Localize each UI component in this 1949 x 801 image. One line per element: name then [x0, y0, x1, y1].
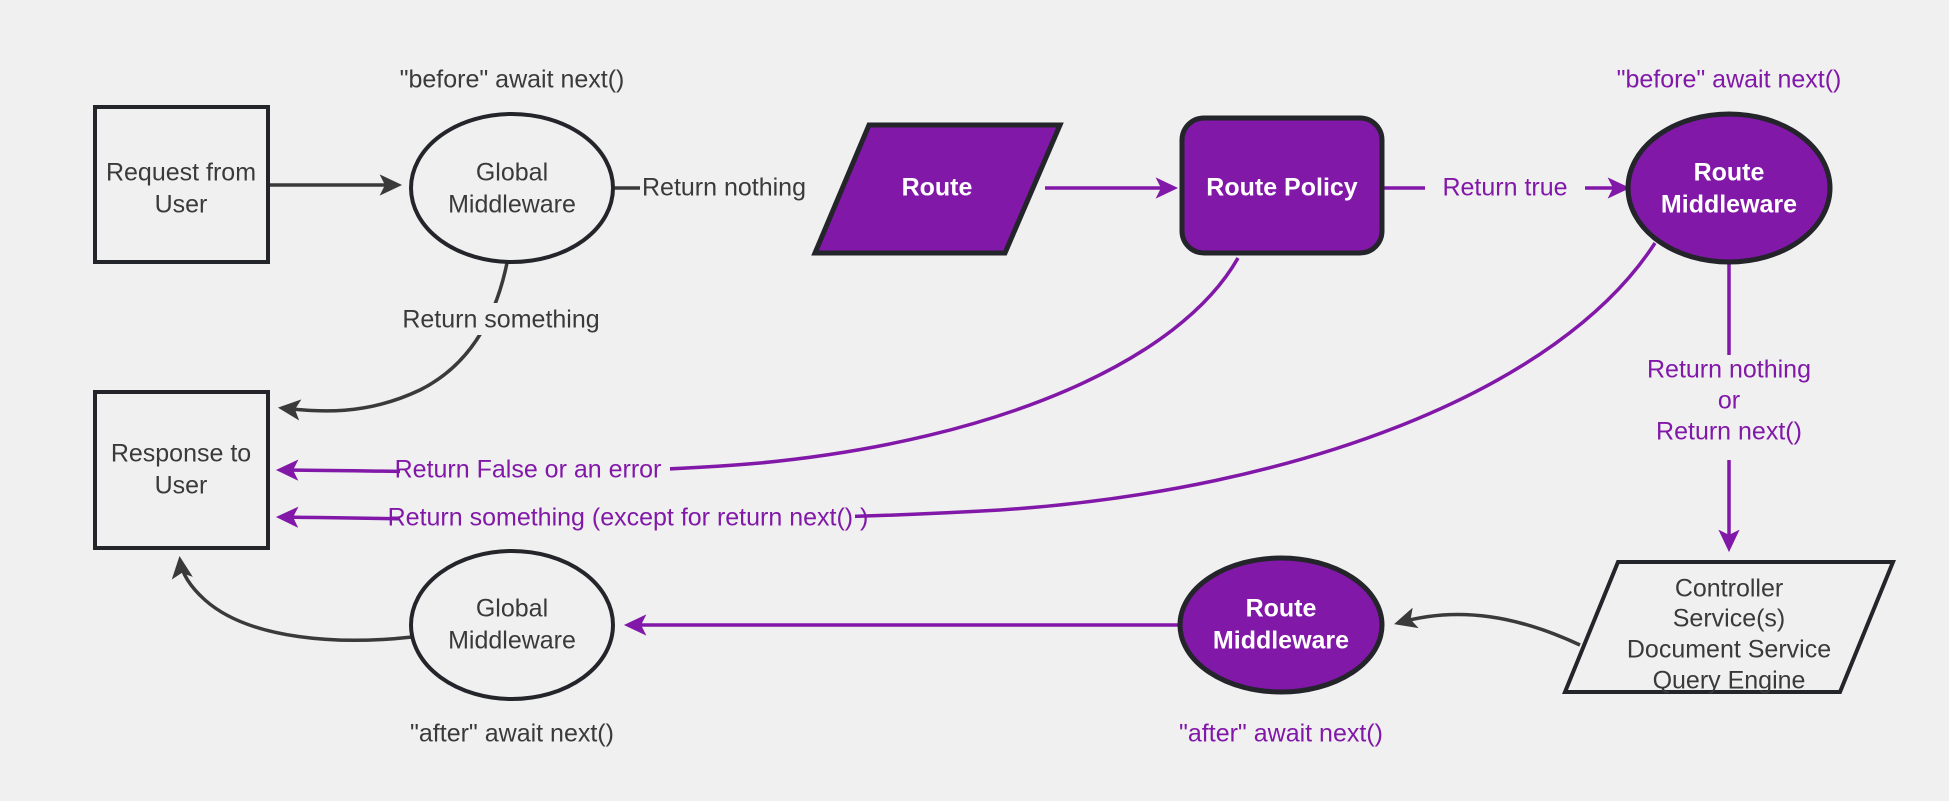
edge-controller-to-route-middleware-bottom — [1394, 607, 1581, 647]
node-request-from-user-line-2: User — [155, 191, 208, 219]
node-controller-stack-line-2: Service(s) — [1673, 605, 1786, 633]
node-global-middleware-top-line-1: Global — [476, 159, 548, 187]
edge-route-policy-to-response-false: Return False or an error — [275, 257, 1240, 486]
node-route-middleware-top[interactable]: Route Middleware — [1625, 111, 1833, 265]
edge-label-return-something-top: Return something — [402, 306, 599, 334]
edge-label-return-nothing-or-next-line-1: Return nothing — [1647, 356, 1811, 384]
edge-label-return-false-or-error: Return False or an error — [395, 456, 662, 484]
node-global-middleware-top[interactable]: Global Middleware — [409, 112, 615, 264]
annotation-before-await-next-route: "before" await next() — [1617, 66, 1842, 94]
edge-label-return-true: Return true — [1442, 174, 1567, 202]
edge-label-return-nothing: Return nothing — [642, 174, 806, 202]
node-global-middleware-bottom-line-2: Middleware — [448, 627, 576, 655]
edge-global-middleware-to-response: Return something — [277, 257, 640, 421]
node-route-policy[interactable]: Route Policy — [1179, 115, 1385, 256]
node-controller-stack-line-4: Query Engine — [1653, 667, 1806, 695]
node-controller-stack[interactable]: Controller Service(s) Document Service Q… — [1562, 560, 1896, 695]
node-response-to-user[interactable]: Response to User — [93, 390, 270, 550]
node-route-middleware-top-line-2: Middleware — [1661, 191, 1797, 219]
node-route-middleware-bottom-line-2: Middleware — [1213, 627, 1349, 655]
node-global-middleware-bottom-line-1: Global — [476, 595, 548, 623]
node-controller-stack-line-3: Document Service — [1627, 636, 1831, 664]
edge-route-middleware-to-controller: Return nothing or Return next() — [1628, 262, 1833, 553]
node-global-middleware-top-line-2: Middleware — [448, 191, 576, 219]
edge-label-return-nothing-or-next-line-2: or — [1718, 387, 1740, 415]
node-global-middleware-bottom[interactable]: Global Middleware — [409, 549, 615, 701]
node-route-middleware-bottom-line-1: Route — [1246, 595, 1317, 623]
annotation-after-await-next-route: "after" await next() — [1179, 720, 1383, 748]
edge-label-return-something-except-next: Return something (except for return next… — [388, 504, 869, 532]
node-response-to-user-line-2: User — [155, 472, 208, 500]
node-route-policy-label: Route Policy — [1206, 174, 1358, 202]
node-route[interactable]: Route — [811, 122, 1064, 256]
node-route-middleware-bottom[interactable]: Route Middleware — [1177, 555, 1385, 695]
edge-route-policy-to-route-middleware: Return true — [1384, 172, 1631, 204]
edge-route-middleware-to-response-something: Return something (except for return next… — [275, 242, 1657, 534]
node-route-middleware-top-line-1: Route — [1694, 159, 1765, 187]
edge-label-return-nothing-or-next-line-3: Return next() — [1656, 418, 1802, 446]
node-request-from-user-line-1: Request from — [106, 159, 256, 187]
edge-global-middleware-bottom-to-response — [171, 555, 413, 642]
node-controller-stack-line-1: Controller — [1675, 575, 1783, 603]
node-request-from-user[interactable]: Request from User — [93, 105, 270, 264]
annotation-after-await-next-global: "after" await next() — [410, 720, 614, 748]
annotation-before-await-next-global: "before" await next() — [400, 66, 625, 94]
node-route-label: Route — [902, 174, 973, 202]
node-response-to-user-line-1: Response to — [111, 440, 251, 468]
